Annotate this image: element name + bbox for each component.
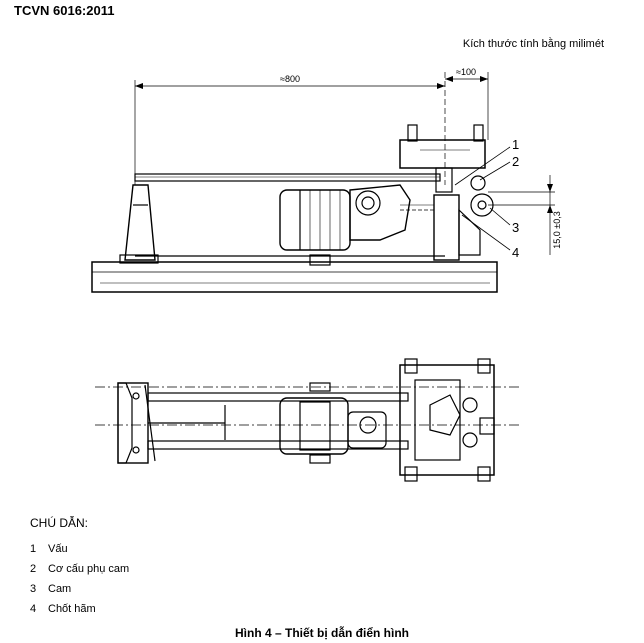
legend-label: Cơ cấu phụ cam (48, 563, 130, 575)
callout-3: 3 (512, 220, 519, 235)
legend-item: 2 Cơ cấu phụ cam (30, 563, 129, 583)
standard-code: TCVN 6016:2011 (14, 3, 115, 18)
side-view (91, 72, 555, 293)
legend-label: Vấu (48, 543, 68, 555)
dim-offset: ≈100 (456, 67, 476, 77)
legend-number: 3 (30, 583, 37, 595)
figure-caption: Hình 4 – Thiết bị dẫn điển hình (235, 626, 409, 640)
legend-item: 3 Cam (30, 583, 129, 603)
units-note: Kích thước tính bằng milimét (462, 38, 604, 50)
callout-1: 1 (512, 137, 519, 152)
legend-number: 2 (30, 563, 37, 575)
plan-view (95, 358, 520, 482)
dim-length: ≈800 (280, 74, 300, 84)
legend-number: 4 (30, 603, 37, 615)
legend-label: Cam (48, 583, 72, 595)
legend-title: CHÚ DẪN: (30, 516, 89, 530)
legend-item: 1 Vấu (30, 543, 129, 563)
legend-number: 1 (30, 543, 37, 555)
callout-4: 4 (512, 245, 519, 260)
callout-2: 2 (512, 154, 519, 169)
dim-height: 15,0 ±0,3 (552, 211, 562, 248)
legend-list: 1 Vấu 2 Cơ cấu phụ cam 3 Cam 4 Chốt hãm (30, 543, 129, 623)
technical-drawing: ≈800 ≈100 15,0 ±0,3 1 2 3 4 (91, 67, 562, 482)
legend-item: 4 Chốt hãm (30, 603, 129, 623)
legend-label: Chốt hãm (48, 603, 96, 615)
